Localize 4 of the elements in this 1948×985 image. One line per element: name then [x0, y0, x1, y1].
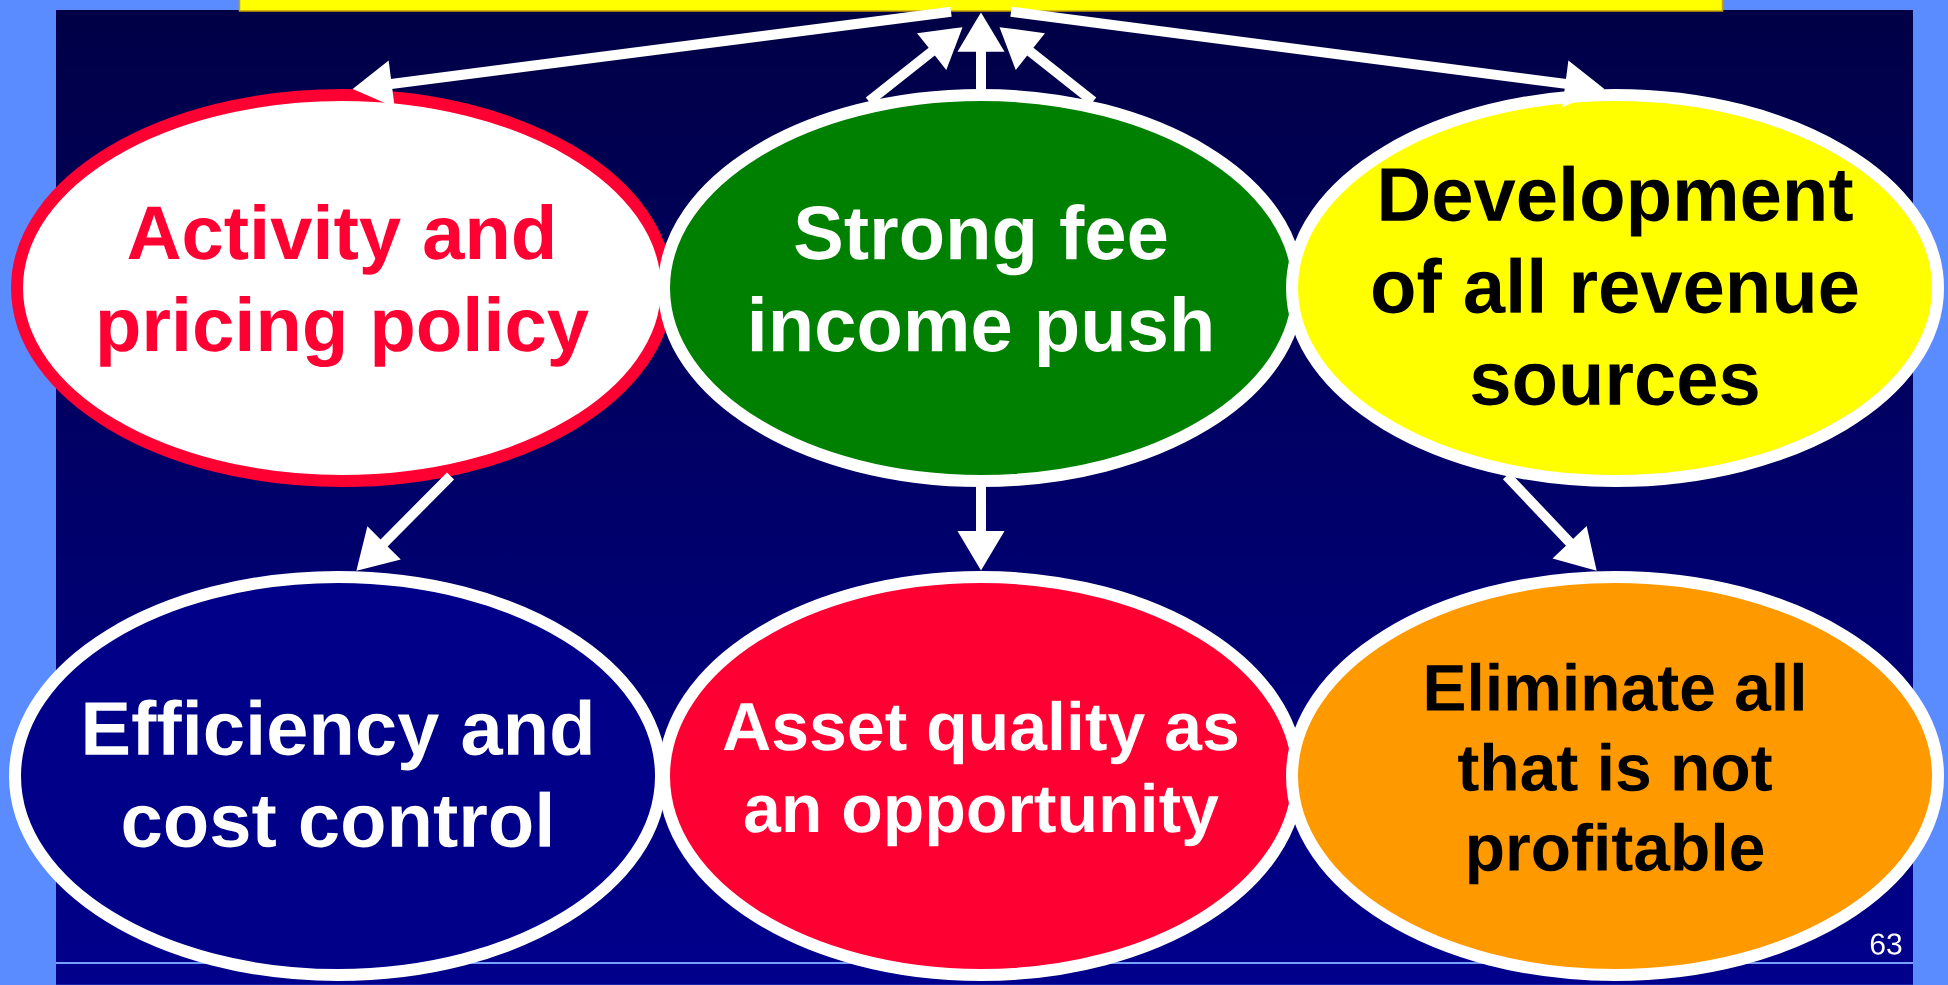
node-label: Efficiency and cost control — [85, 699, 591, 848]
oval-node: Development of all revenue sources — [1286, 89, 1945, 487]
page-number: 63 — [1870, 933, 1902, 955]
header-bar — [238, 0, 1724, 12]
